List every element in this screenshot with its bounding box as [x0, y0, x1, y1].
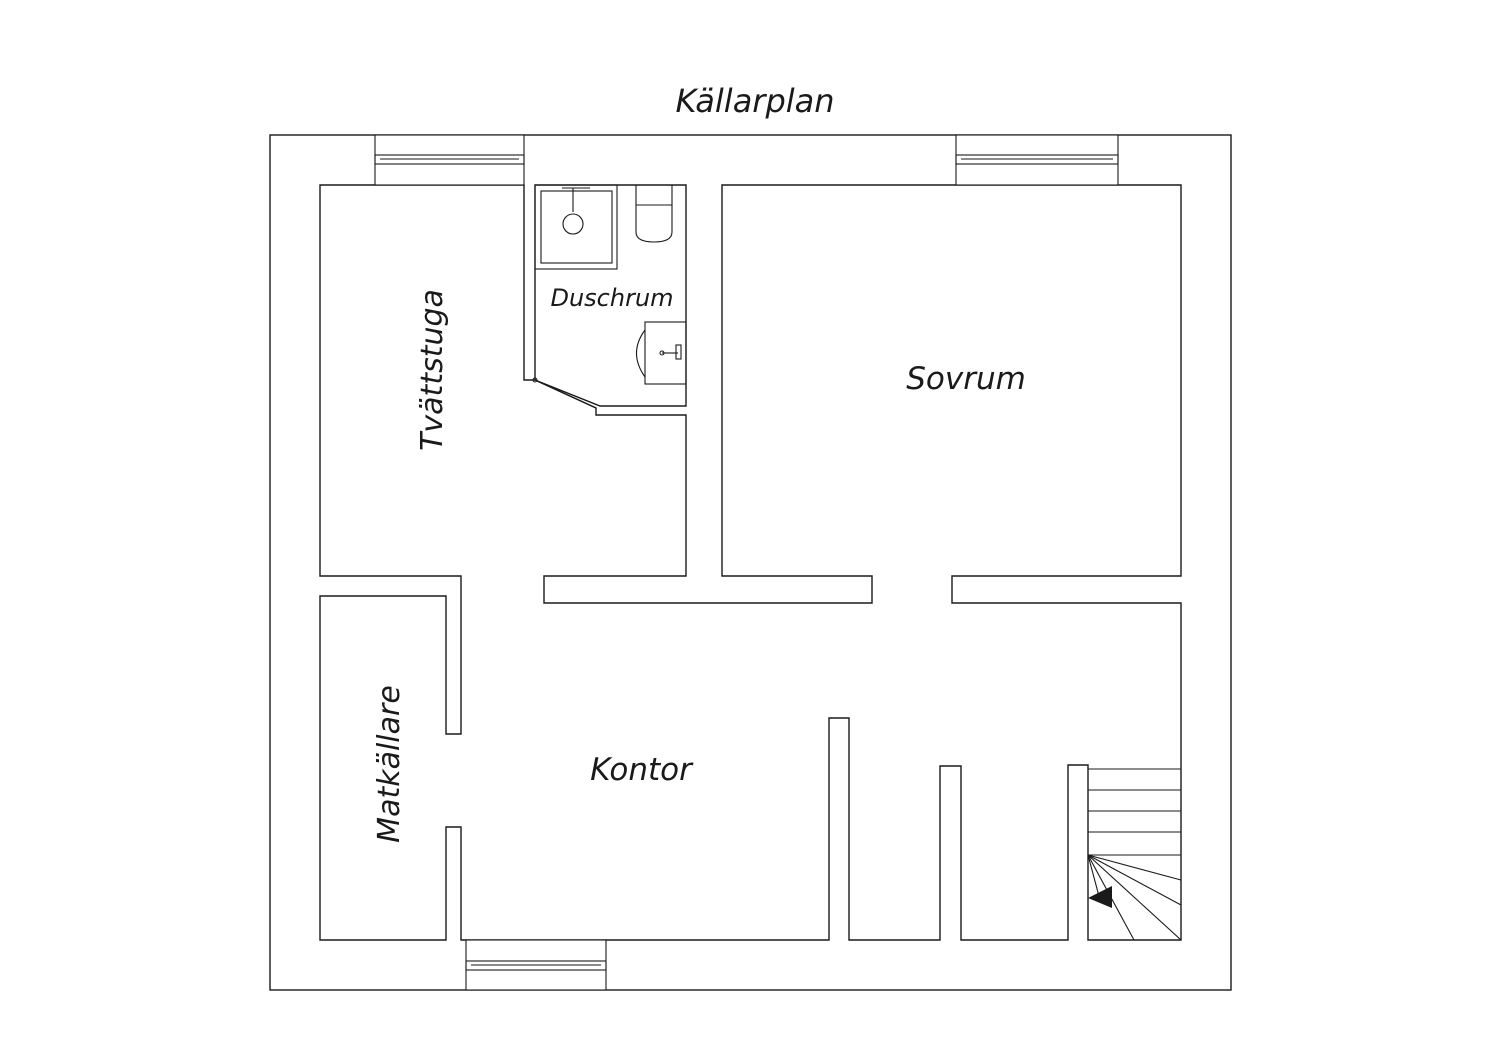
room-label-laundry: Tvättstuga — [415, 289, 450, 451]
window-top-left — [374, 134, 525, 186]
stair-arrow-icon — [1088, 886, 1112, 908]
room-label-office: Kontor — [590, 752, 694, 788]
room-label-pantry: Matkällare — [372, 685, 407, 843]
room-label-shower: Duschrum — [550, 284, 673, 312]
plan-title: Källarplan — [675, 82, 834, 120]
sink-icon — [635, 321, 687, 385]
staircase — [1087, 768, 1182, 941]
room-label-bedroom: Sovrum — [906, 361, 1026, 397]
window-bottom — [465, 939, 607, 991]
window-top-right — [955, 134, 1119, 186]
shower-cabin-icon — [534, 184, 618, 270]
room-laundry — [319, 184, 1182, 941]
rooms — [319, 184, 1182, 941]
toilet-icon — [635, 184, 673, 243]
shower-door — [532, 377, 597, 409]
